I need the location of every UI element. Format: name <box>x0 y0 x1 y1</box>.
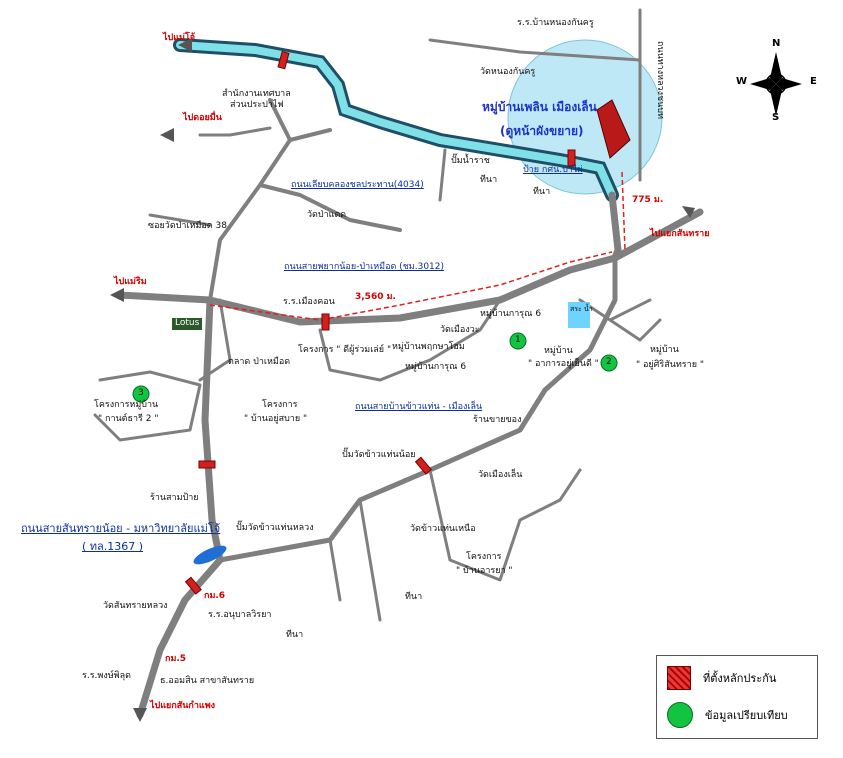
label-main-road-1: ถนนสายสันทรายน้อย - มหาวิทยาลัยแม่โจ้ <box>21 522 221 535</box>
label-market: ตลาด ป่าเหมือด <box>228 357 291 367</box>
label-irrigation-road: ถนนเลียบคลองชลประทาน(4034) <box>291 180 424 190</box>
label-road-east: ถนนทางหลวงชนบท <box>654 40 665 119</box>
route-dashed-775 <box>621 171 626 251</box>
label-temple-nongkhonkru: วัดหนองกันครู <box>480 67 536 77</box>
label-to-sansai-yaek: ไปแยกสันทราย <box>650 229 710 239</box>
collateral-swatch-icon <box>667 666 691 690</box>
project-title: หมู่บ้านเพลิน เมืองเล็น <box>482 100 597 114</box>
label-rd-3012: ถนนสายพยากน้อย-ป่าเหมือด (ชม.3012) <box>284 262 445 272</box>
label-village-arkarn2: " อาการอยู่เย็นดี " <box>528 359 599 369</box>
label-village-karun6a: หมู่บ้านการุณ 6 <box>480 309 542 319</box>
marker-label-3: 3 <box>138 388 144 398</box>
red-markers <box>184 50 576 595</box>
compass-s: S <box>772 112 780 123</box>
label-temple-muangwa: วัดเมืองวะ <box>440 325 480 335</box>
label-project-yusaran-1: โครงการ <box>262 400 298 410</box>
label-project-arthitaya-2: " บ้านอารยา " <box>456 566 513 576</box>
route-dashed <box>209 251 613 321</box>
project-subtitle: (ดูหน้าผังขยาย) <box>500 124 584 138</box>
label-shop-pump: ร้านสามป้าย <box>150 493 199 503</box>
label-village-karun6b: หมู่บ้านการุณ 6 <box>405 362 467 372</box>
bridge <box>193 545 227 565</box>
compass-w: W <box>736 76 748 87</box>
label-shop-drink: ร้านขายของ <box>473 415 522 425</box>
label-plaza-sign: ป้าย กศน.ป่าไผ่ <box>523 165 583 175</box>
direction-arrows <box>110 38 695 722</box>
marker-label-2: 2 <box>606 357 612 367</box>
label-rd-chaowang: ถนนสายบ้านข้าวแท่น - เมืองเล็น <box>355 402 483 412</box>
pond <box>568 302 590 328</box>
compass: N S W E <box>736 38 817 124</box>
collateral-site-marker <box>596 99 631 159</box>
label-project-yusaran-2: " บ้านอยู่สบาย " <box>244 414 308 424</box>
label-temple-muanglen: วัดเมืองเล็น <box>478 470 523 480</box>
label-project-arthitaya-1: โครงการ <box>466 552 502 562</box>
label-km5: กม.5 <box>165 654 187 664</box>
label-bank: ธ.ออมสิน สาขาสันทราย <box>160 676 255 686</box>
label-temple-chaowang-lg: ปั๊มวัดข้าวแท่นหลวง <box>236 523 314 533</box>
label-village-phueksa: หมู่บ้านพฤกษาโฮม <box>392 342 465 352</box>
label-village-yusri-2: " อยู่ศิริสันทราย " <box>636 360 704 370</box>
comparison-swatch-icon <box>667 702 693 728</box>
legend-collateral-label: ที่ตั้งหลักประกัน <box>703 672 777 685</box>
label-school-anuban: ร.ร.อนุบาลวิรยา <box>208 610 272 620</box>
label-irrig-gate: ปั๊มน้ำราช <box>451 156 490 166</box>
label-school-muangkhon: ร.ร.เมืองคอน <box>283 297 335 307</box>
label-office-2: ส่วนประปาไฟ <box>230 100 284 110</box>
label-office-1: สำนักงานเทศบาล <box>222 89 291 99</box>
label-village-kanda-2: " กานต์ธารี 2 " <box>98 414 159 424</box>
label-school-nongkhonkru: ร.ร.บ้านหนองกันครู <box>517 18 594 28</box>
label-to-maejo: ไปแม่โจ้ <box>163 33 196 43</box>
legend: ที่ตั้งหลักประกัน ข้อมูลเปรียบเทียบ <box>656 655 818 739</box>
label-field-1: ทีนา <box>480 175 498 185</box>
roads <box>93 8 704 719</box>
compass-e: E <box>810 76 817 87</box>
label-temple-chaowang-nuea: วัดข้าวแท่นเหนือ <box>410 524 476 534</box>
label-soi-38: ซอยวัดป่าเหมือด 38 <box>148 221 227 231</box>
label-water: สระ น้ำ <box>570 305 593 313</box>
label-field-3: ทีนา <box>286 630 304 640</box>
label-to-sankaphaeng: ไปแยกสันกำแพง <box>150 701 216 711</box>
marker-label-1: 1 <box>515 335 521 345</box>
label-temple-pongphilat: ร.ร.พงษ์พิลุด <box>82 671 131 681</box>
legend-row-comparison: ข้อมูลเปรียบเทียบ <box>667 702 788 728</box>
label-field-4: ทีนา <box>405 592 423 602</box>
label-to-maerim: ไปแม่ริม <box>114 277 147 287</box>
label-to-dongmun: ไปดอยมื่น <box>183 113 222 123</box>
label-temple-padaeng: วัดป่าแดด <box>307 210 347 220</box>
label-village-kanda-1: โครงการหมู่บ้าน <box>94 400 159 410</box>
legend-comparison-label: ข้อมูลเปรียบเทียบ <box>705 709 788 722</box>
label-village-yusri-1: หมู่บ้าน <box>650 345 679 355</box>
label-field-2: ทีนา <box>533 187 551 197</box>
comparison-markers <box>132 332 618 403</box>
legend-row-collateral: ที่ตั้งหลักประกัน <box>667 666 776 690</box>
label-dist-3560: 3,560 ม. <box>355 292 396 302</box>
label-project-dee: โครงการ " ดีผู้ร่วมเล่ย์ " <box>298 345 392 355</box>
label-tesco: Lotus <box>172 318 203 330</box>
label-dist-775: 775 ม. <box>632 195 664 205</box>
label-village-arkarn: หมู่บ้าน <box>544 346 573 356</box>
compass-n: N <box>772 38 781 49</box>
label-km6: กม.6 <box>204 591 226 601</box>
label-main-road-2: ( ทล.1367 ) <box>82 540 144 553</box>
label-gas-chaowang: ปั๊มวัดข้าวแท่นน้อย <box>342 450 416 460</box>
label-temple-sansai-luang: วัดสันทรายหลวง <box>103 601 168 611</box>
